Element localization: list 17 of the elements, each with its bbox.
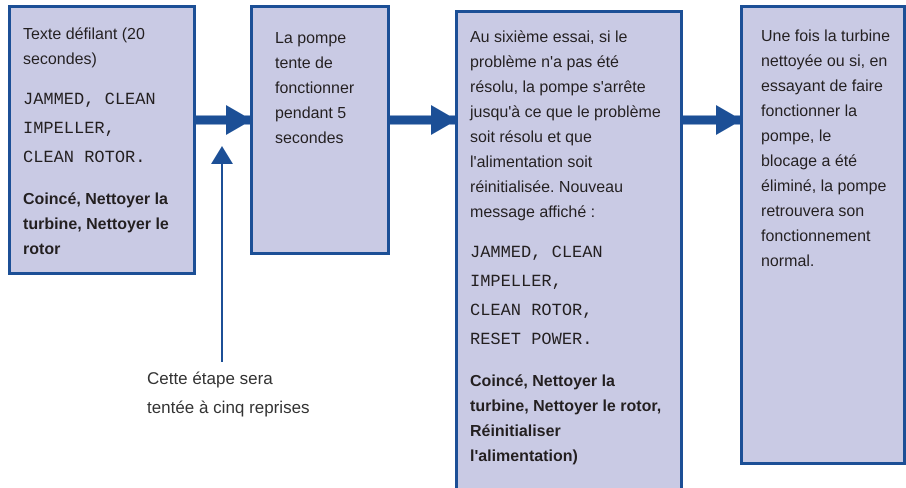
translation-text: Coincé, Nettoyer la turbine, Nettoyer le rotor, Réinitialiser l'alimentation) [470,372,662,467]
note-text: Cette étape sera tentée à cinq reprises [147,368,311,419]
arrow [211,146,233,362]
display-message: JAMMED, CLEAN IMPELLER, CLEAN ROTOR, RESET POWER. [470,243,604,352]
arrow [390,105,457,135]
box-text: La pompe tente de fonctionner pendant 5 secondes [275,29,356,149]
arrow [683,105,742,135]
step-box [740,5,906,465]
step-box [250,5,390,255]
step-box [8,5,196,275]
step-box [455,10,683,488]
box-text: Au sixième essai, si le problème n'a pas été résolu, la pompe s'arrête jusqu'à ce que le problème soit résolu et que l'alimentation soit réinitialisée. Nouveau message affiché : [470,28,662,223]
translation-text: Coincé, Nettoyer la turbine, Nettoyer le rotor [23,190,170,260]
box-text: Texte défilant (20 secondes) [23,25,146,70]
display-message: JAMMED, CLEAN IMPELLER, CLEAN ROTOR. [23,90,157,170]
arrow [196,105,252,135]
box-text: Une fois la turbine nettoyée ou si, en essayant de faire fonctionner la pompe, le blocage a été éliminé, la pompe retrouvera son fonctionnement normal. [761,27,891,272]
